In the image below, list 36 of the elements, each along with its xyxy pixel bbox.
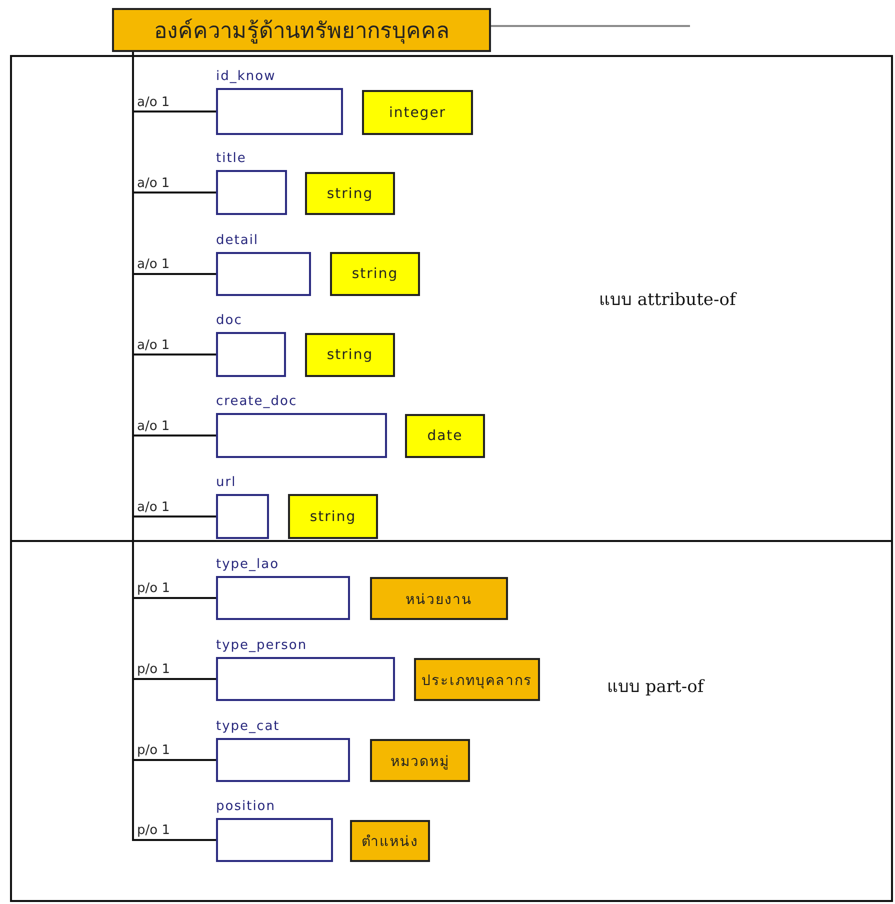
table-section [10, 540, 893, 902]
slot-name: type_cat [216, 718, 280, 736]
slot-name: title [216, 150, 246, 168]
edge-label: p/o 1 [136, 662, 171, 677]
type-box: integer [362, 90, 473, 135]
slot-name: doc [216, 312, 242, 330]
edge-label: p/o 1 [136, 581, 171, 596]
edge-label: a/o 1 [136, 257, 171, 272]
type-box: ตำแหน่ง [350, 820, 430, 862]
type-box: string [305, 333, 395, 377]
slot-name: create_doc [216, 393, 298, 411]
slot-name: type_lao [216, 556, 280, 574]
type-box: string [330, 252, 420, 296]
type-box: string [305, 172, 395, 215]
line [491, 25, 690, 27]
slot-name: type_person [216, 637, 308, 655]
edge-label: p/o 1 [136, 823, 171, 838]
table-section [10, 55, 893, 542]
section-label: แบบ attribute-of [599, 289, 736, 312]
type-box: หน่วยงาน [370, 577, 508, 620]
edge-label: a/o 1 [136, 418, 171, 434]
edge-label: a/o 1 [136, 94, 171, 110]
slot-name: url [216, 474, 236, 492]
edge-label: a/o 1 [136, 176, 171, 190]
type-box: หมวดหมู่ [370, 739, 470, 782]
edge-label: a/o 1 [136, 338, 171, 352]
slot-name: detail [216, 232, 259, 250]
edge-label: p/o 1 [136, 743, 171, 758]
entity-box: องค์ความรู้ด้านทรัพยากรบุคคล [112, 8, 491, 52]
section-label: แบบ part-of [607, 676, 704, 699]
slot-name: id_know [216, 68, 276, 86]
slot-name: position [216, 798, 276, 816]
type-box: ประเภทบุคลากร [414, 658, 540, 701]
type-box: string [288, 494, 378, 539]
type-box: date [405, 414, 485, 458]
edge-label: a/o 1 [136, 500, 171, 514]
